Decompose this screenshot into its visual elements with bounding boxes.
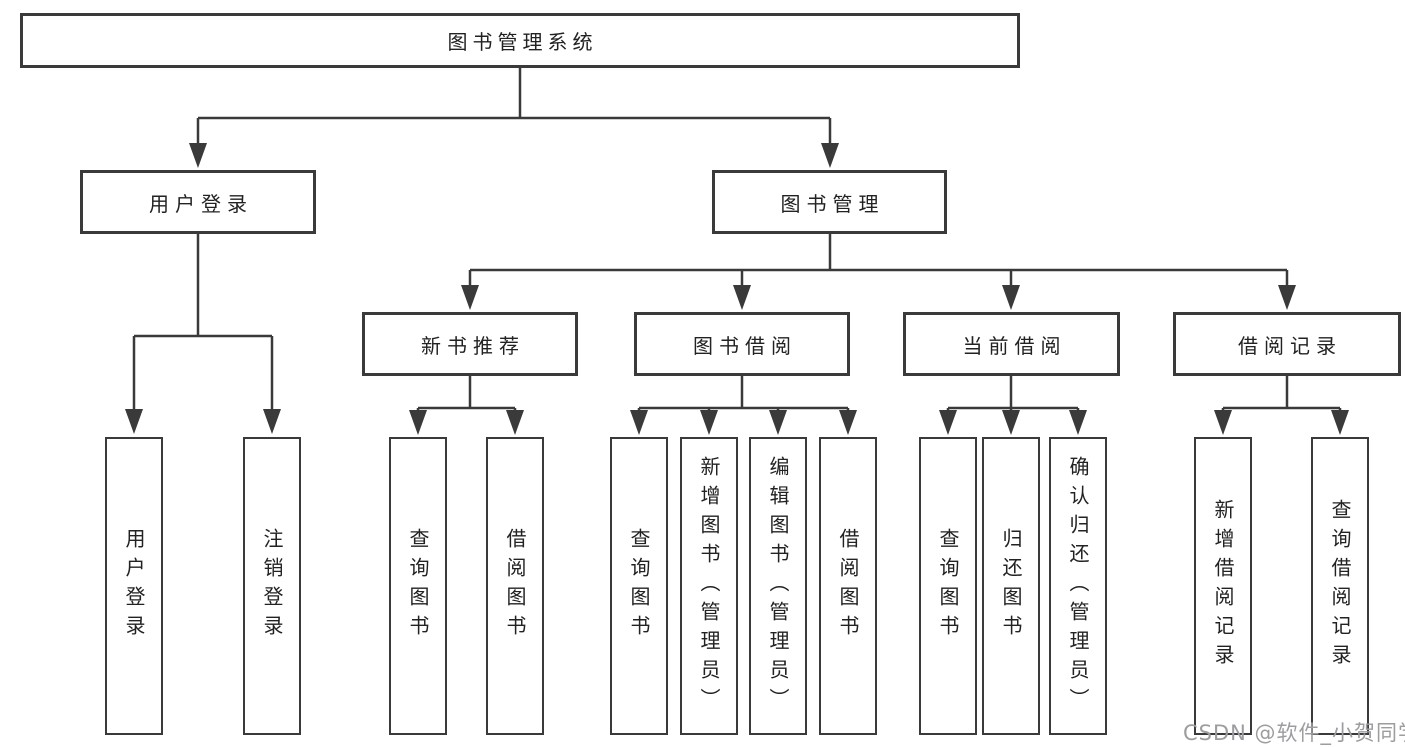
- leaf-current-return-books: 归还图书: [982, 437, 1040, 735]
- node-current-borrowing: 当前借阅: [903, 312, 1120, 376]
- leaf-recommend-borrow-books: 借阅图书: [486, 437, 544, 735]
- connector-user-login-group: [125, 234, 281, 434]
- leaf-borrowing-add-books-admin: 新增图书（管理员）: [680, 437, 738, 735]
- node-book-management: 图书管理: [712, 170, 947, 234]
- leaf-records-add-record: 新增借阅记录: [1194, 437, 1252, 735]
- connector-book-management-group: [461, 234, 1296, 310]
- connector-new-book-group: [409, 376, 524, 435]
- node-user-login: 用户登录: [80, 170, 316, 234]
- leaf-current-query-books: 查询图书: [919, 437, 977, 735]
- leaf-records-query-record: 查询借阅记录: [1311, 437, 1369, 735]
- csdn-watermark: CSDN @软件_小贺同学: [1183, 721, 1405, 745]
- node-borrowing-records: 借阅记录: [1173, 312, 1401, 376]
- leaf-current-confirm-return-admin: 确认归还（管理员）: [1049, 437, 1107, 735]
- leaf-borrowing-edit-books-admin: 编辑图书（管理员）: [749, 437, 807, 735]
- leaf-borrowing-borrow-books: 借阅图书: [819, 437, 877, 735]
- connector-borrow-records-group: [1214, 376, 1349, 435]
- leaf-logout: 注销登录: [243, 437, 301, 735]
- node-root: 图书管理系统: [20, 13, 1020, 68]
- connector-root-to-level2: [189, 68, 839, 168]
- connector-current-borrowing-group: [939, 376, 1087, 435]
- leaf-borrowing-query-books: 查询图书: [610, 437, 668, 735]
- node-new-book-recommendation: 新书推荐: [362, 312, 578, 376]
- leaf-recommend-query-books: 查询图书: [389, 437, 447, 735]
- leaf-user-login: 用户登录: [105, 437, 163, 735]
- node-book-borrowing: 图书借阅: [634, 312, 850, 376]
- connector-book-borrowing-group: [630, 376, 857, 435]
